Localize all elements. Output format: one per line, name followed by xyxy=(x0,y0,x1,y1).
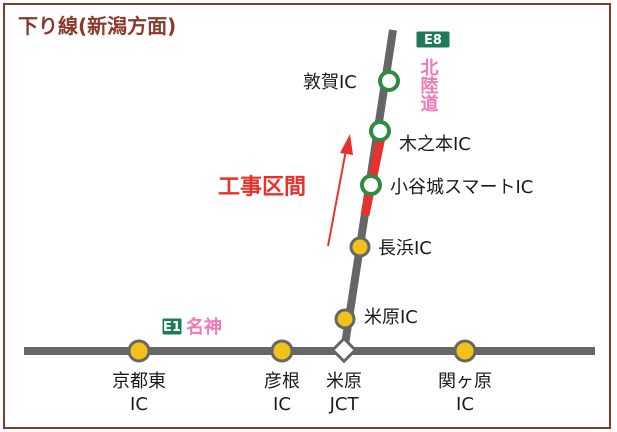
kinomoto-ic-label: 木之本IC xyxy=(399,134,471,155)
nagahama-ic-label: 長浜IC xyxy=(378,238,432,259)
odanijo-ic-marker xyxy=(360,174,382,196)
hikone-ic-label-2: IC xyxy=(273,394,291,415)
tsuruga-ic-marker xyxy=(378,70,400,92)
svg-text:E8: E8 xyxy=(424,33,442,48)
work-zone-segment xyxy=(360,131,387,216)
map-title: 下り線(新潟方面) xyxy=(18,14,177,38)
odanijo-ic-label: 小谷城スマートIC xyxy=(390,177,533,198)
maibara-ic-label: 米原IC xyxy=(364,307,418,328)
maibara-jct-label-2: JCT xyxy=(329,394,360,415)
direction-arrow xyxy=(327,134,353,247)
hikone-ic-label-1: 彦根 xyxy=(264,371,300,392)
maibara-jct-label-1: 米原 xyxy=(326,371,362,392)
maibara-jct-marker xyxy=(330,336,358,364)
maibara-ic-marker xyxy=(334,308,356,330)
hikone-ic-marker xyxy=(270,339,294,363)
hokuriku-name: 北陸道 xyxy=(418,58,439,112)
tsuruga-ic-label: 敦賀IC xyxy=(303,72,357,93)
kyoto-higashi-ic-label-1: 京都東 xyxy=(112,371,166,392)
kyoto-higashi-ic-label-2: IC xyxy=(130,394,148,415)
kinomoto-ic-marker xyxy=(369,120,391,142)
e8-route-sign: E8 xyxy=(415,30,451,49)
sekigahara-ic-label-2: IC xyxy=(456,394,474,415)
e1-route-sign: E1 xyxy=(161,317,183,336)
nagahama-ic-marker xyxy=(349,236,371,258)
sekigahara-ic-label-1: 関ヶ原 xyxy=(438,371,492,392)
svg-text:E1: E1 xyxy=(163,320,181,335)
sekigahara-ic-marker xyxy=(453,339,477,363)
kyoto-higashi-ic-marker xyxy=(127,339,151,363)
meishin-name: 名神 xyxy=(186,316,222,338)
work-zone-label: 工事区間 xyxy=(218,174,306,200)
map-frame xyxy=(3,3,611,429)
